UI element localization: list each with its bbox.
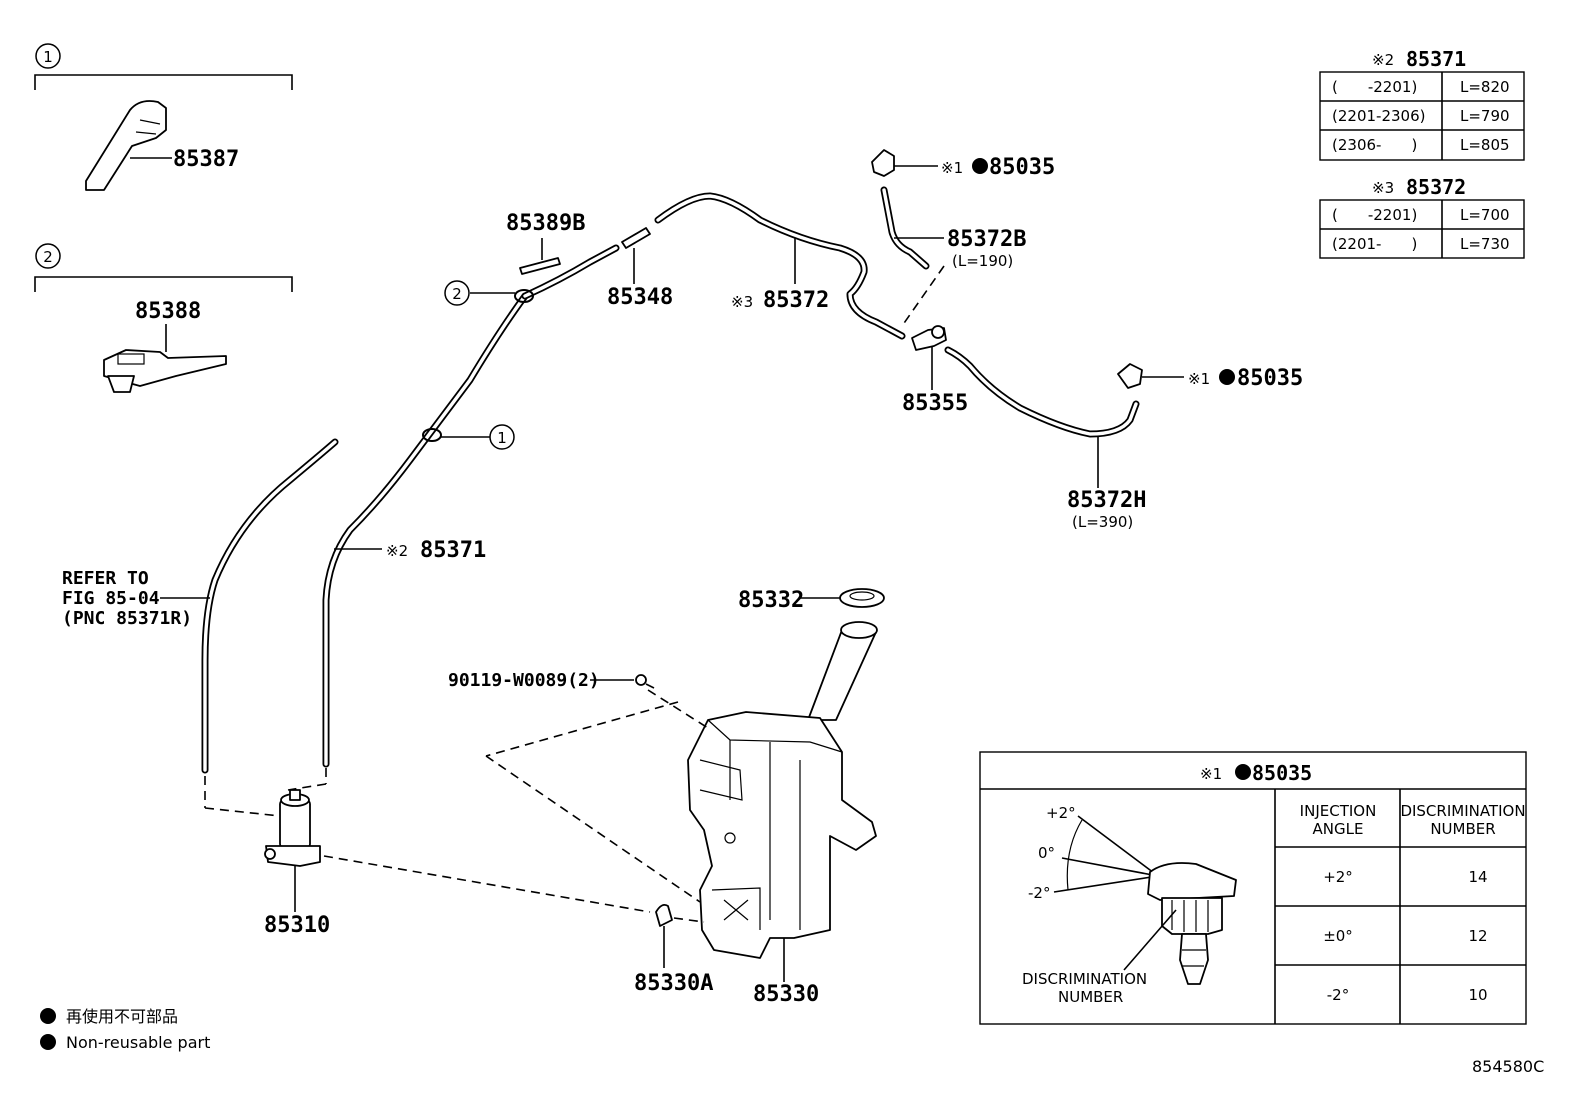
nozzle-top-icon (871, 149, 895, 177)
refer-line-2: FIG 85-04 (62, 588, 160, 609)
part-prefix-85371: ※2 (386, 542, 408, 560)
label-85371: ※2 85371 (334, 538, 486, 563)
t85372-r1-period: (2201- ) (1332, 235, 1417, 253)
part-label-85387: 85387 (173, 147, 239, 172)
hose-85371r: REFER TO FIG 85-04 (PNC 85371R) (62, 438, 339, 774)
row2-number: 10 (1468, 986, 1487, 1004)
table-85372-prefix: ※3 (1372, 179, 1394, 197)
bolt-90119: 90119-W0089(2) (448, 670, 709, 903)
part-label-85330: 85330 (753, 982, 819, 1007)
legend: 再使用不可部品 Non-reusable part (40, 1007, 210, 1052)
t85371-r1-length: L=790 (1460, 107, 1510, 125)
row1-angle: ±0° (1323, 927, 1353, 945)
callout-1-label: 1 (43, 48, 53, 66)
table-85371-prefix: ※2 (1372, 51, 1394, 69)
t85372-r0-period: ( -2201) (1332, 206, 1417, 224)
part-label-85310: 85310 (264, 913, 330, 938)
part-prefix-85035-top: ※1 (941, 159, 963, 177)
table-85371-title: 85371 (1406, 47, 1466, 71)
callout-1-inline: 1 (497, 429, 507, 447)
hose-85372: ※3 85372 (654, 192, 906, 340)
cap-85332: 85332 (738, 588, 885, 613)
part-label-85371: 85371 (420, 538, 486, 563)
sleeve-85389b: 85389B (506, 211, 585, 275)
row2-angle: -2° (1327, 986, 1349, 1004)
refer-line-1: REFER TO (62, 568, 149, 589)
row1-number: 12 (1468, 927, 1487, 945)
part-label-bolt: 90119-W0089(2) (448, 670, 600, 691)
part-label-85035-right: 85035 (1237, 366, 1303, 391)
part-label-85372b: 85372B (947, 227, 1026, 252)
t85371-r2-length: L=805 (1460, 136, 1510, 154)
part-prefix-85372: ※3 (731, 293, 753, 311)
refer-line-3: (PNC 85371R) (62, 608, 192, 629)
legend-en: Non-reusable part (66, 1033, 210, 1052)
figure-code: 854580C (1472, 1057, 1544, 1076)
part-prefix-85035-right: ※1 (1188, 370, 1210, 388)
angle-zero-label: 0° (1038, 844, 1055, 862)
part-label-85348: 85348 (607, 285, 673, 310)
angle-plus-label: +2° (1046, 804, 1076, 822)
tank-body-icon (687, 711, 877, 959)
nozzle-right-icon (1117, 363, 1143, 389)
table-85372-title: 85372 (1406, 175, 1466, 199)
table-85372: ※3 85372 ( -2201) L=700 (2201- ) L=730 (1319, 175, 1525, 259)
t85371-r0-period: ( -2201) (1332, 78, 1417, 96)
disc-label-2: NUMBER (1058, 988, 1123, 1006)
nozzle-box-prefix: ※1 (1200, 765, 1222, 783)
t85372-r0-length: L=700 (1460, 206, 1510, 224)
joint-85348: 85348 (607, 227, 673, 310)
hose-clamps: 1 2 (422, 280, 534, 450)
nozzle-box-title: 85035 (1252, 761, 1312, 785)
part-len-85372b: (L=190) (952, 252, 1013, 270)
part-label-85372: 85372 (763, 288, 829, 313)
part-label-85355: 85355 (902, 391, 968, 416)
pump-85310: 85310 (204, 768, 330, 938)
part-label-85372h: 85372H (1067, 488, 1146, 513)
callout-2-inline: 2 (452, 285, 462, 303)
part-label-85332: 85332 (738, 588, 804, 613)
t85372-r1-length: L=730 (1460, 235, 1510, 253)
hose-85371 (322, 244, 620, 768)
part-label-85388: 85388 (135, 299, 201, 324)
row0-number: 14 (1468, 868, 1487, 886)
disc-label-1: DISCRIMINATION (1022, 970, 1147, 988)
col-injection-1: INJECTION (1300, 802, 1377, 820)
tank-85330: 85330 (687, 621, 878, 1007)
grommet-icon (655, 903, 673, 927)
angle-minus-label: -2° (1028, 884, 1050, 902)
t85371-r1-period: (2201-2306) (1332, 107, 1425, 125)
part-label-85389b: 85389B (506, 211, 585, 236)
pump-body-icon (279, 799, 311, 849)
col-disc-2: NUMBER (1430, 820, 1495, 838)
callout-1-detail: 1 85387 (34, 43, 293, 191)
bolt-icon (635, 674, 647, 686)
callout-2-detail: 2 85388 (34, 243, 293, 393)
t85371-r2-period: (2306- ) (1332, 136, 1417, 154)
tee-85355: 85355 (902, 325, 968, 416)
t85371-r0-length: L=820 (1460, 78, 1510, 96)
nozzle-85035-top: ※1 85035 85372B (L=190) (871, 149, 1055, 327)
hose-85372h: 85372H (L=390) ※1 85035 (944, 346, 1303, 531)
part-label-85330a: 85330A (634, 971, 713, 996)
row0-angle: +2° (1323, 868, 1353, 886)
nozzle-detail-box: ※1 85035 INJECTION ANGLE DISCRIMINATION … (979, 751, 1527, 1025)
legend-jp: 再使用不可部品 (66, 1007, 178, 1026)
part-len-85372h: (L=390) (1072, 513, 1133, 531)
table-85371: ※2 85371 ( -2201) L=820 (2201-2306) L=79… (1319, 47, 1525, 161)
clamp-85387-icon (85, 100, 167, 191)
callout-2-label: 2 (43, 248, 53, 266)
col-disc-1: DISCRIMINATION (1400, 802, 1525, 820)
part-label-85035-top: 85035 (989, 155, 1055, 180)
grommet-85330a: 85330A (323, 855, 713, 996)
col-injection-2: ANGLE (1313, 820, 1364, 838)
